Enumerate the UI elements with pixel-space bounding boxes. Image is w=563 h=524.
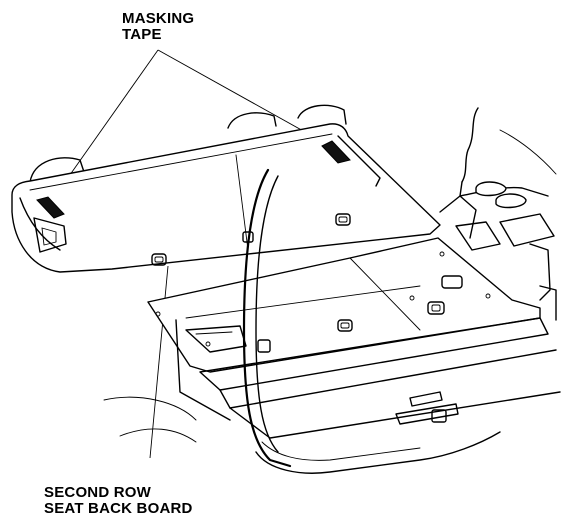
cargo-floor-panel-edge: [185, 285, 421, 319]
rear-sill-plate: [199, 317, 549, 391]
seat-back-board-left-bracket-inner: [41, 227, 57, 246]
tailgate-weatherstrip: [242, 168, 501, 474]
seat-back-board-right-hinge: [337, 135, 381, 187]
left-tie-down-bracket-inner: [195, 331, 233, 335]
left-floor-hook: [257, 339, 271, 353]
right-pillar-edge: [461, 107, 479, 183]
weatherstrip-outer: [242, 168, 292, 468]
floor-rivet-1: [439, 251, 445, 257]
weatherstrip-lower: [255, 431, 501, 474]
cargo-floor: [147, 237, 541, 373]
left-bracket-rivet: [205, 341, 211, 347]
floor-rivet-3: [155, 311, 161, 317]
headrest-right: [297, 104, 347, 125]
anchor-hook-2-inner: [338, 216, 348, 223]
floor-anchor-hook-3: [441, 275, 463, 289]
cupholder-1: [475, 181, 507, 197]
seat-back-board-left-bracket: [33, 217, 67, 253]
latch-striker-base: [395, 403, 459, 425]
floor-rivet-4: [409, 295, 415, 301]
left-bumper-curve: [103, 396, 197, 421]
floor-rivet-2: [485, 293, 491, 299]
latch-striker-top: [409, 391, 443, 407]
cargo-floor-outline: [147, 237, 541, 373]
seat-back-board-split-line: [235, 154, 249, 251]
cupholder-2: [495, 193, 527, 209]
second-row-seat-back-board: [11, 123, 441, 273]
left-bumper-lower-curve: [119, 428, 197, 443]
floor-anchor-hook-1: [337, 319, 353, 332]
masking-tape-left: [36, 196, 65, 219]
right-rear-trim: [529, 243, 551, 301]
right-window-curve: [499, 129, 557, 175]
seat-back-board-outline: [11, 123, 441, 273]
headrest-center: [227, 112, 277, 129]
seat-back-board-top-edge: [29, 133, 333, 191]
masking-tape-label-line2: TAPE: [122, 26, 162, 43]
left-side-trim: [175, 319, 231, 421]
headrest-left: [29, 157, 85, 183]
board-anchor-hooks: [151, 213, 351, 266]
headrests: [29, 104, 347, 183]
floor-anchor-hook-2: [427, 301, 445, 315]
right-console-panel: [439, 195, 477, 239]
latch-striker-hook: [431, 409, 447, 423]
rear-bumper-lower: [229, 391, 561, 439]
anchor-hook-2: [335, 213, 351, 226]
seat-back-board-label: SECOND ROW SEAT BACK BOARD: [44, 485, 193, 517]
right-console-tray: [499, 213, 555, 247]
seat-back-board-label-line1: SECOND ROW: [44, 484, 151, 501]
masking-tape-label: MASKING TAPE: [122, 11, 194, 43]
left-tie-down-bracket: [185, 325, 247, 353]
right-rear-trim-lower: [539, 285, 557, 321]
anchor-hook-1-inner: [154, 256, 164, 263]
left-trim-bracket: [103, 319, 271, 443]
seat-back-board-label-line2: SEAT BACK BOARD: [44, 500, 193, 517]
floor-anchor-hook-2-inner: [431, 304, 441, 312]
anchor-hook-1: [151, 253, 167, 266]
weatherstrip-inner: [255, 175, 279, 453]
masking-tape-label-line1: MASKING: [122, 10, 195, 27]
weatherstrip-lower-inner: [261, 441, 421, 461]
cargo-floor-panel-split: [349, 257, 421, 331]
right-side-interior: [439, 107, 557, 321]
masking-tape-right: [321, 140, 351, 164]
right-console-pocket: [455, 221, 501, 251]
rear-bumper: [199, 317, 561, 439]
floor-anchor-hook-1-inner: [340, 322, 350, 329]
